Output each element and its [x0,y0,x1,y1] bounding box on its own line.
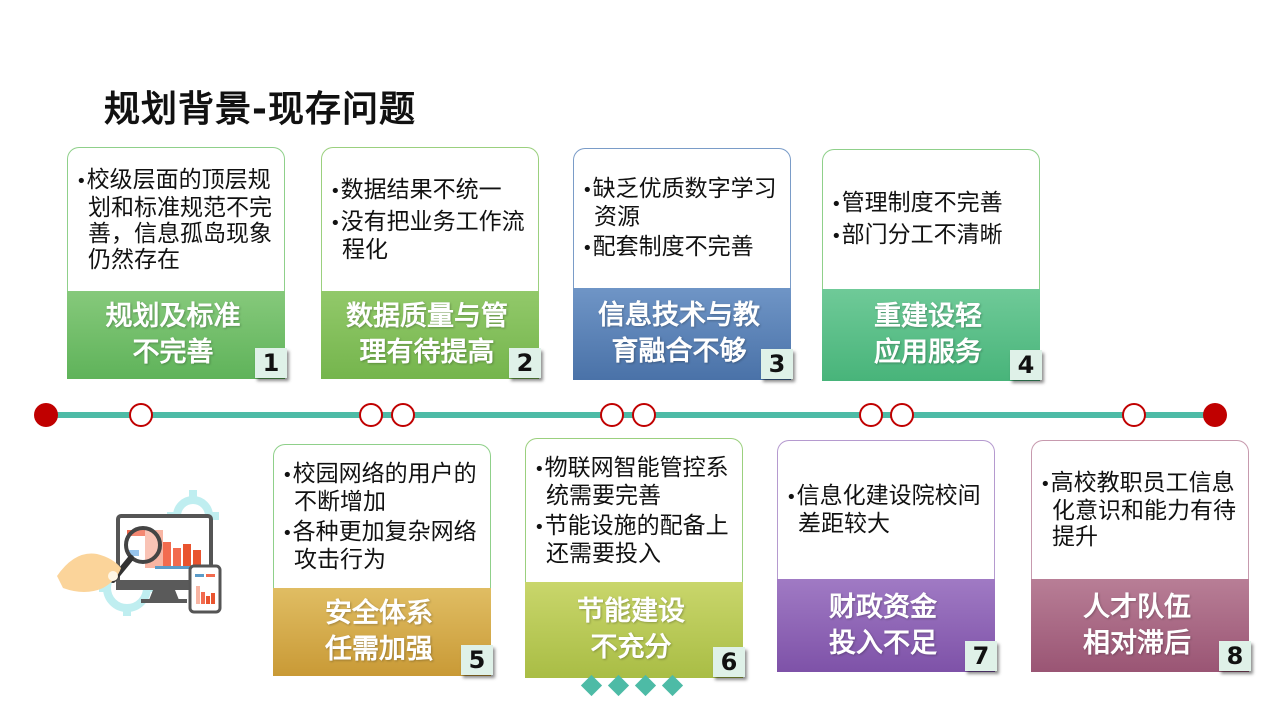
card-heading-line: 育融合不够 [611,336,747,367]
timeline-node [859,403,883,427]
card-number-badge: 7 [965,641,997,671]
diamond-icon [661,674,684,697]
diamond-icon [607,674,630,697]
diamond-icon [580,674,603,697]
card-heading-line: 不充分 [590,632,672,663]
card-description: 管理制度不完善部门分工不清晰 [822,149,1040,289]
issue-card-4: 管理制度不完善部门分工不清晰重建设轻应用服务4 [822,149,1042,381]
timeline-node [359,403,383,427]
bullet-item: 校园网络的用户的不断增加 [282,461,486,515]
card-heading-line: 理有待提高 [359,337,495,368]
card-heading-band: 信息技术与教育融合不够 [573,288,791,380]
card-description: 高校教职员工信息化意识和能力有待提升 [1031,440,1249,579]
card-heading-line: 人才队伍 [1083,591,1191,623]
bullet-item: 配套制度不完善 [582,234,786,262]
card-number-badge: 4 [1010,350,1042,380]
issue-card-2: 数据结果不统一没有把业务工作流程化数据质量与管理有待提高2 [321,147,541,379]
card-heading-line: 信息技术与教 [598,300,760,331]
card-heading-line: 应用服务 [874,337,982,368]
timeline-node [129,403,153,427]
timeline-node [1122,403,1146,427]
diamond-icon [634,674,657,697]
card-heading-line: 投入不足 [829,627,937,659]
card-heading-band: 人才队伍相对滞后 [1031,579,1249,672]
card-heading-line: 规划及标准 [105,301,241,332]
card-description: 信息化建设院校间差距较大 [777,440,995,579]
timeline-node [600,403,624,427]
card-heading-line: 安全体系 [325,598,433,629]
card-heading-line: 节能建设 [577,596,685,627]
issue-card-5: 校园网络的用户的不断增加各种更加复杂网络攻击行为安全体系任需加强5 [273,444,493,676]
slide-title: 规划背景-现存问题 [104,89,416,130]
card-heading-line: 任需加强 [325,634,433,665]
data-analysis-monitor-icon [57,490,222,616]
card-number-badge: 8 [1219,641,1251,671]
bullet-item: 节能设施的配备上还需要投入 [534,513,738,567]
timeline-endpoint-node [1203,403,1227,427]
card-description: 校园网络的用户的不断增加各种更加复杂网络攻击行为 [273,444,491,588]
card-description: 校级层面的顶层规划和标准规范不完善，信息孤岛现象仍然存在 [67,147,285,291]
bullet-item: 缺乏优质数字学习资源 [582,176,786,230]
timeline-node [890,403,914,427]
timeline-endpoint-node [34,403,58,427]
card-number-badge: 2 [509,348,541,378]
card-description: 数据结果不统一没有把业务工作流程化 [321,147,539,291]
card-number-badge: 3 [761,349,793,379]
timeline-node [391,403,415,427]
card-number-badge: 5 [461,645,493,675]
card-heading-line: 重建设轻 [874,301,982,332]
card-heading-line: 财政资金 [829,591,937,623]
bullet-item: 高校教职员工信息化意识和能力有待提升 [1040,470,1244,550]
bullet-item: 物联网智能管控系统需要完善 [534,455,738,509]
card-heading-band: 规划及标准不完善 [67,291,285,379]
card-heading-band: 财政资金投入不足 [777,579,995,672]
card-heading-band: 重建设轻应用服务 [822,289,1040,381]
card-heading-band: 安全体系任需加强 [273,588,491,676]
card-heading-band: 数据质量与管理有待提高 [321,291,539,379]
card-description: 物联网智能管控系统需要完善节能设施的配备上还需要投入 [525,438,743,582]
card-number-badge: 1 [255,348,287,378]
card-description: 缺乏优质数字学习资源配套制度不完善 [573,148,791,288]
bullet-item: 管理制度不完善 [831,190,1035,218]
card-heading-line: 数据质量与管 [346,301,508,332]
card-heading-band: 节能建设不充分 [525,582,743,678]
bullet-item: 部门分工不清晰 [831,222,1035,250]
decorative-diamonds [580,674,684,697]
timeline-line [46,412,1216,418]
issue-card-6: 物联网智能管控系统需要完善节能设施的配备上还需要投入节能建设不充分6 [525,438,745,678]
bullet-item: 没有把业务工作流程化 [330,209,534,263]
card-heading-line: 不完善 [132,337,214,368]
card-number-badge: 6 [713,647,745,677]
bullet-item: 各种更加复杂网络攻击行为 [282,519,486,573]
issue-card-3: 缺乏优质数字学习资源配套制度不完善信息技术与教育融合不够3 [573,148,793,380]
bullet-item: 信息化建设院校间差距较大 [786,483,990,537]
timeline-node [632,403,656,427]
bullet-item: 校级层面的顶层规划和标准规范不完善，信息孤岛现象仍然存在 [76,167,280,273]
bullet-item: 数据结果不统一 [330,177,534,205]
card-heading-line: 相对滞后 [1083,627,1191,659]
